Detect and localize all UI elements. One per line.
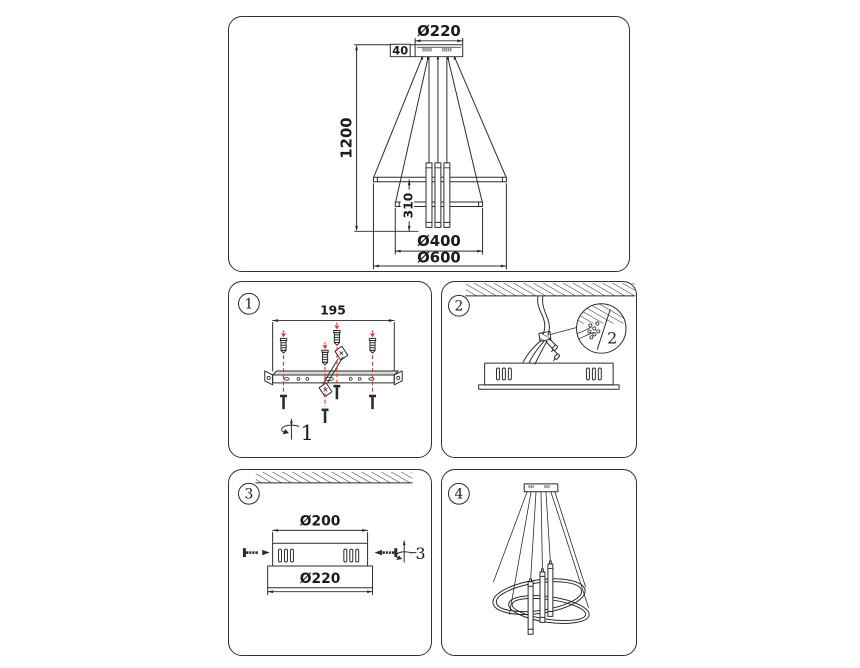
step-badge-circle	[447, 482, 470, 505]
canopy-wires	[522, 339, 548, 365]
step-number: 2	[455, 299, 464, 315]
canopy-fixing-drawing: 3 Ø200	[237, 471, 426, 596]
canopy	[478, 362, 620, 390]
bracket-mounting-drawing: 1 195	[238, 292, 403, 445]
screw-icon	[369, 394, 376, 410]
canopy-base-label: Ø220	[300, 571, 341, 587]
outer-ring-dimension	[372, 183, 507, 270]
bracket-holes	[283, 376, 375, 382]
led-tubes	[425, 162, 451, 228]
screw-icon	[321, 408, 329, 423]
canopy-height-dimension	[389, 43, 416, 58]
bracket-width-label: 195	[320, 304, 346, 318]
step-badge-circle	[238, 292, 260, 315]
step3-canopy-fixing-panel: 3 Ø200	[228, 469, 432, 656]
canopy	[267, 542, 374, 589]
assembled-chandelier-drawing: 4	[447, 482, 590, 635]
side-screw-right-icon	[374, 548, 398, 558]
outer-ring	[492, 578, 586, 615]
tube-length-label: 310	[401, 192, 416, 218]
canopy-vent-slots	[278, 548, 360, 563]
overview-dimensions-panel: Ø220 40 1200 310 Ø400 Ø600	[228, 16, 630, 272]
suspension-height-dimension	[354, 44, 419, 232]
canopy-diameter-dimension	[414, 37, 464, 45]
screw-icon	[280, 394, 287, 410]
step-number: 1	[245, 297, 254, 313]
middle-ring-label: Ø400	[417, 232, 461, 250]
step-number: 4	[454, 487, 463, 503]
ceiling-hatch	[255, 471, 413, 484]
suspension-cables	[493, 491, 589, 615]
mounting-bracket	[264, 370, 403, 386]
canopy-vent-slots	[422, 47, 452, 52]
outer-ring-label: Ø600	[417, 249, 461, 267]
canopy-height-label: 40	[392, 44, 408, 58]
canopy-base-dimension	[267, 587, 374, 596]
canopy-base	[267, 565, 374, 589]
side-screw-left-icon	[242, 548, 270, 558]
canopy-top-dimension	[272, 528, 369, 543]
rotate-arrow-icon	[281, 417, 300, 440]
canopy	[523, 483, 559, 493]
step4-assembled-view-panel: 4	[441, 469, 637, 656]
wall-anchor-icon	[368, 329, 377, 354]
detail-number: 2	[607, 328, 617, 347]
canopy-diameter-label: Ø220	[417, 22, 461, 40]
wire-junction	[538, 330, 552, 342]
step2-wiring-panel: 2	[441, 281, 637, 458]
step1-bracket-mounting-panel: 1 195	[228, 281, 432, 458]
bracket-width-dimension	[272, 319, 395, 372]
screw-icon	[333, 384, 341, 400]
rotate-arrow-icon	[395, 539, 417, 563]
step-number: 3	[244, 487, 253, 503]
magnifier-detail: 2	[576, 303, 627, 354]
suspension-height-label: 1200	[338, 117, 356, 158]
middle-ring-dimension	[394, 207, 484, 255]
chandelier-dimension-drawing: Ø220 40 1200 310 Ø400 Ø600	[338, 22, 507, 270]
canopy-top-label: Ø200	[300, 513, 341, 529]
leader-line	[550, 327, 577, 335]
canopy-vent-slots	[495, 367, 602, 381]
step-badge-circle	[237, 482, 260, 505]
wall-anchor-icon	[321, 341, 329, 366]
ceiling-hatch	[465, 282, 636, 297]
step-badge-circle	[448, 294, 470, 317]
wall-anchor-icon	[333, 321, 341, 346]
action-number: 3	[415, 544, 425, 563]
hanging-strap	[318, 345, 349, 398]
alignment-guides	[282, 347, 374, 407]
wall-anchor-icon	[279, 329, 288, 354]
terminal-wires	[545, 337, 560, 362]
action-number: 1	[301, 421, 314, 445]
mains-wires	[537, 295, 550, 336]
led-tubes	[527, 560, 554, 635]
wiring-drawing: 2	[448, 282, 636, 390]
